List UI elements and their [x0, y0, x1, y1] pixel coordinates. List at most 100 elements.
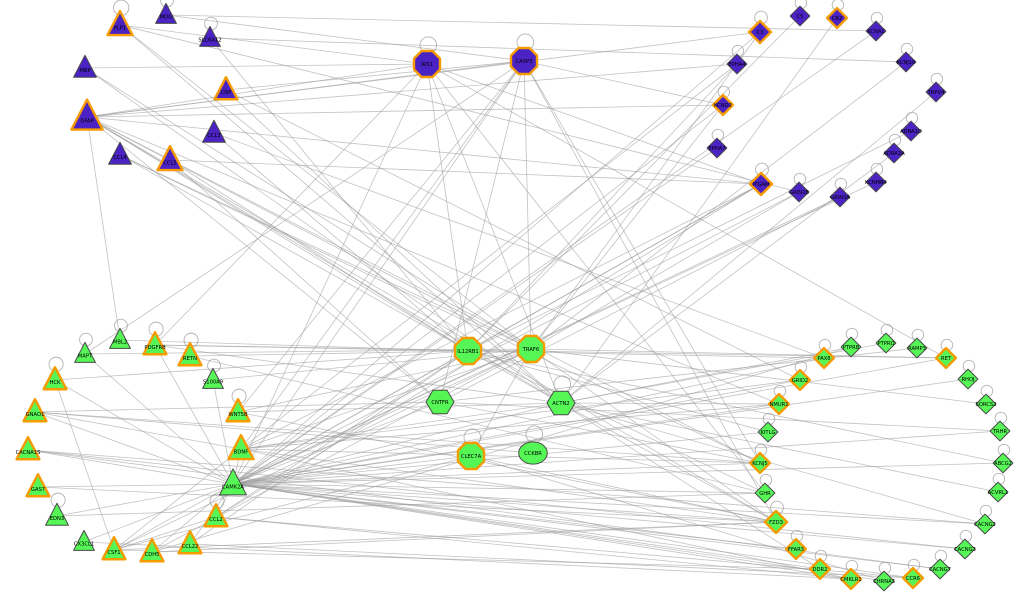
- node-IRS1[interactable]: IRS1: [412, 49, 442, 79]
- node-GHR[interactable]: GHR: [754, 482, 776, 504]
- node-CCL3[interactable]: CCL3: [202, 119, 226, 143]
- node-DDR2[interactable]: DDR2: [808, 557, 832, 581]
- edge: [119, 154, 761, 464]
- edge: [560, 346, 852, 404]
- diamond-node-shape: [957, 368, 979, 390]
- node-MOG[interactable]: MOG: [155, 2, 177, 24]
- node-CDH5[interactable]: CDH5: [139, 538, 165, 563]
- node-CACNG3[interactable]: CACNG3: [954, 538, 976, 560]
- octagon-node-shape: [453, 336, 483, 366]
- node-RET[interactable]: RET: [934, 346, 958, 370]
- node-PDGFRB[interactable]: PDGFRB: [142, 331, 168, 356]
- node-GRIN2B[interactable]: GRIN2B: [788, 181, 810, 203]
- node-CACNG2[interactable]: CACNG2: [974, 513, 996, 535]
- edge: [240, 63, 738, 450]
- node-RHOJ[interactable]: RHOJ: [957, 368, 979, 390]
- node-KCND2[interactable]: KCND2: [711, 93, 735, 117]
- node-CR2[interactable]: CR2: [825, 6, 849, 30]
- node-ADRA2A[interactable]: ADRA2A: [883, 142, 905, 164]
- node-KCNJ10[interactable]: KCNJ10: [895, 51, 917, 73]
- edge: [154, 63, 428, 346]
- node-C3[interactable]: C3: [747, 19, 773, 45]
- edge: [86, 116, 562, 404]
- node-MBL2[interactable]: MBL2: [109, 327, 131, 349]
- node-CCL4[interactable]: CCL4: [108, 141, 132, 165]
- node-ADRA1D[interactable]: ADRA1D: [900, 120, 922, 142]
- node-CCL5[interactable]: CCL5: [156, 144, 184, 172]
- edge: [225, 89, 801, 381]
- edge: [560, 17, 838, 404]
- node-CHRNA3[interactable]: CHRNA3: [873, 570, 895, 592]
- node-KCNA1[interactable]: KCNA1: [865, 20, 887, 42]
- node-CLEC7A[interactable]: CLEC7A: [456, 441, 486, 471]
- node-MAPT[interactable]: MAPT: [74, 341, 96, 363]
- node-NMUR1[interactable]: NMUR1: [767, 392, 791, 416]
- node-CACNG7[interactable]: CACNG7: [929, 558, 951, 580]
- edge: [560, 402, 986, 525]
- node-ITGAM[interactable]: ITGAM: [748, 171, 774, 197]
- node-GAS7[interactable]: GAS7: [25, 473, 51, 498]
- node-CACNA1S[interactable]: CACNA1S: [15, 436, 41, 461]
- triangle-node-shape: [25, 473, 51, 498]
- node-KITLG[interactable]: KITLG: [757, 421, 779, 443]
- node-ACVRL1[interactable]: ACVRL1: [987, 481, 1009, 503]
- node-CNP[interactable]: CNP: [213, 76, 239, 101]
- node-GFAP[interactable]: GFAP: [70, 98, 104, 131]
- node-TRHR[interactable]: TRHR: [989, 420, 1011, 442]
- edge: [426, 63, 947, 359]
- node-PTPRB[interactable]: PTPRB: [840, 336, 862, 358]
- node-ABCG2[interactable]: ABCG2: [992, 452, 1014, 474]
- node-GRID2[interactable]: GRID2: [788, 368, 812, 392]
- triangle-node-shape: [203, 503, 229, 528]
- edge: [232, 191, 800, 485]
- edge: [84, 60, 525, 355]
- node-HCK[interactable]: HCK: [42, 366, 68, 391]
- edge: [151, 521, 777, 553]
- node-CX3CL1[interactable]: CX3CL1: [73, 529, 95, 551]
- edge: [523, 60, 532, 350]
- edge: [232, 483, 914, 579]
- triangle-node-shape: [202, 367, 224, 389]
- edge: [523, 60, 761, 464]
- node-CASP3[interactable]: CASP3: [509, 46, 539, 76]
- node-GNAO1[interactable]: GNAO1: [22, 398, 48, 423]
- node-S100A9[interactable]: S100A9: [202, 367, 224, 389]
- triangle-node-shape: [139, 538, 165, 563]
- edge: [86, 116, 441, 403]
- edge: [240, 448, 761, 464]
- node-TRPV4[interactable]: TRPV4: [925, 81, 947, 103]
- triangle-node-shape: [156, 144, 184, 172]
- node-SORCS2[interactable]: SORCS2: [976, 393, 997, 415]
- node-FFAR3[interactable]: FFAR3: [784, 537, 808, 561]
- edge: [530, 104, 724, 350]
- triangle-node-shape: [177, 530, 203, 555]
- node-CCL2[interactable]: CCL2: [203, 503, 229, 528]
- edge: [54, 379, 115, 551]
- node-CCR6[interactable]: CCR6: [901, 566, 925, 590]
- edge: [523, 60, 724, 106]
- edge: [232, 104, 724, 485]
- node-CCL22[interactable]: CCL22: [177, 530, 203, 555]
- diamond-node-shape: [906, 337, 928, 359]
- node-GRIN3A[interactable]: GRIN3A: [829, 186, 851, 208]
- edge: [467, 350, 769, 433]
- triangle-node-shape: [227, 433, 255, 461]
- triangle-node-shape: [15, 436, 41, 461]
- node-PTPRO[interactable]: PTPRO: [875, 332, 897, 354]
- edge: [439, 401, 1001, 432]
- node-CCKBR[interactable]: CCKBR: [518, 441, 548, 465]
- node-SLC6A12[interactable]: SLC6A12: [198, 25, 222, 47]
- edge: [86, 63, 428, 118]
- node-MBP[interactable]: MBP: [73, 54, 97, 78]
- node-RETN[interactable]: RETN: [177, 342, 203, 367]
- diamond-node-shape: [763, 509, 789, 535]
- node-KCNMB4[interactable]: KCNMB4: [865, 171, 888, 193]
- node-EPHA7[interactable]: EPHA7: [706, 137, 728, 159]
- node-PLP1[interactable]: PLP1: [106, 9, 134, 37]
- diamond-node-shape: [767, 392, 791, 416]
- node-TRAF6[interactable]: TRAF6: [516, 334, 546, 364]
- node-IL12RB1[interactable]: IL12RB1: [453, 336, 483, 366]
- node-RAMP3[interactable]: RAMP3: [906, 337, 928, 359]
- edge: [439, 347, 918, 403]
